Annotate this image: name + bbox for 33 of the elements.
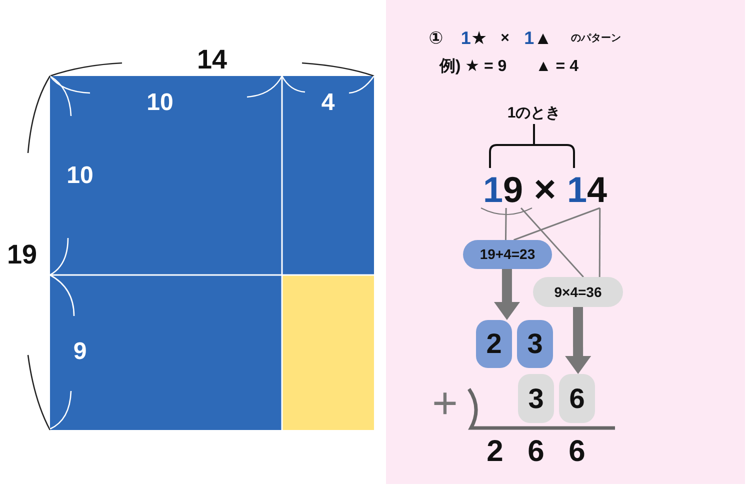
connector-line <box>504 208 507 240</box>
example-text: ▲ = 4 <box>536 59 578 75</box>
formula-term: 1▲ <box>524 29 552 47</box>
dimension-label: 10 <box>66 164 94 188</box>
formula-number: 14 <box>564 172 610 208</box>
block-arrow <box>565 307 592 374</box>
caption-text: のパターン <box>571 34 621 44</box>
connector-line <box>520 208 584 278</box>
connector-line <box>513 207 600 241</box>
step-number: ① <box>428 30 444 46</box>
dimension-label: 19 <box>6 242 38 268</box>
connector-line <box>598 208 601 277</box>
sum-digit: 6 <box>528 437 544 467</box>
dimension-label: 10 <box>146 91 174 115</box>
example-text: 例) ★ = 9 <box>439 59 507 75</box>
block-arrow <box>494 269 520 320</box>
caption-text: 1のとき <box>507 106 561 120</box>
formula-term: 1★ <box>460 29 488 47</box>
formula-number: 19 <box>481 172 525 208</box>
digit-tile: 3 <box>518 374 554 423</box>
dimension-label: 9 <box>73 340 87 364</box>
digit-tile: 6 <box>559 374 595 423</box>
dimension-label: 4 <box>321 91 335 115</box>
calculation-pill: 9×4=36 <box>533 277 623 307</box>
dimension-label: 14 <box>196 46 228 74</box>
sum-digit: 6 <box>568 437 586 467</box>
plus-sign: + <box>432 382 458 426</box>
multiply-sign: × <box>534 171 556 209</box>
sum-digit: 2 <box>486 437 504 467</box>
digit-tile: 3 <box>517 320 553 368</box>
digit-tile: 2 <box>476 320 512 368</box>
calculation-pill: 19+4=23 <box>463 240 552 269</box>
multiply-sign: × <box>500 30 510 46</box>
